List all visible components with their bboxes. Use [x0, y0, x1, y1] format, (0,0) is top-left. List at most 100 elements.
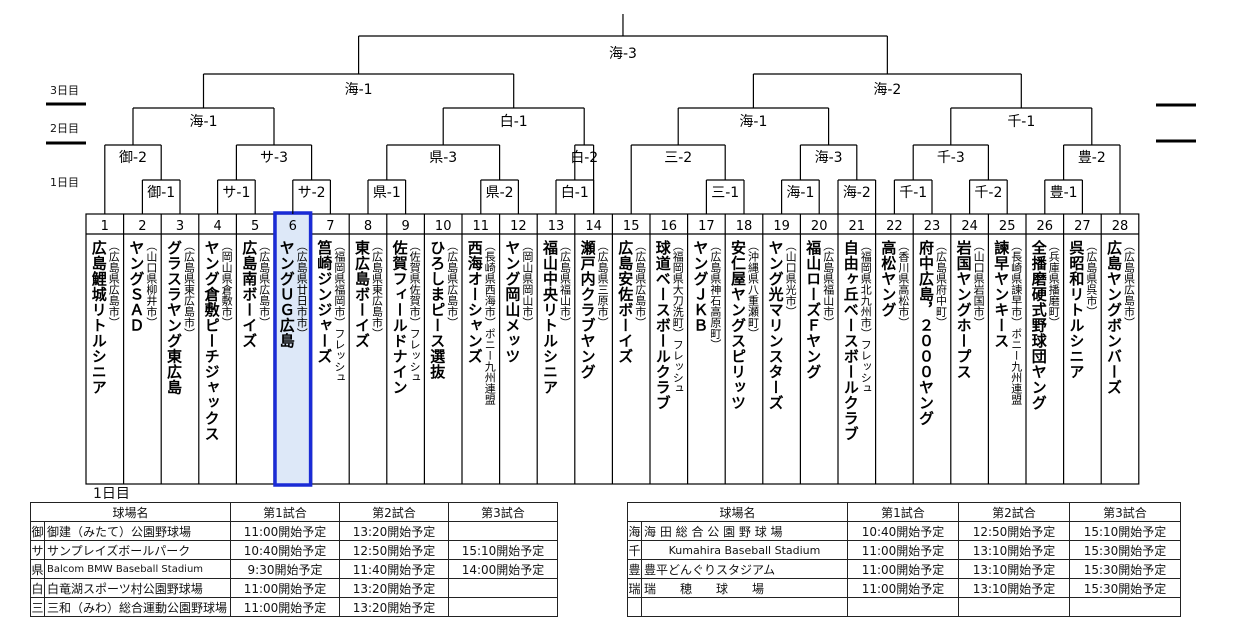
day1-label: 1日目	[50, 176, 79, 189]
game2-time: 13:20開始予定	[339, 597, 449, 617]
team-location: （広島県福山市）	[822, 240, 835, 328]
venue-code: 県	[30, 559, 45, 579]
schedule-row	[627, 597, 1181, 617]
team-number: 25	[999, 219, 1016, 234]
team-name: 佐賀フィールドナイン	[391, 239, 409, 395]
first-round-match: 県-2	[486, 185, 514, 201]
team-location: （岡山県倉敷市）	[220, 240, 233, 328]
game3-time: 15:30開始予定	[1069, 578, 1181, 598]
first-round-match: サ-1	[222, 185, 250, 201]
team-number: 26	[1037, 219, 1054, 234]
game1-time: 10:40開始予定	[230, 540, 340, 560]
team-name: 岩国ヤングホープス	[955, 239, 973, 379]
first-round-match: 海-1	[786, 185, 814, 201]
team-location: （香川県高松市）	[897, 240, 910, 328]
team-name: 西海オーシャンズ	[466, 240, 484, 364]
game3-time	[1069, 597, 1181, 617]
first-round-match: 千-1	[899, 185, 927, 201]
team-location: （広島県広島市）	[1123, 240, 1136, 328]
first-round-match: 白-1	[561, 185, 589, 201]
team-name: 安仁屋ヤングスピリッツ	[729, 239, 747, 410]
game1-time: 11:00開始予定	[230, 578, 340, 598]
first-round-match: 三-1	[711, 185, 739, 201]
stadium-name: 三和（みわ）総合運動公園野球場	[44, 597, 231, 617]
team-location: （福岡県北九州市）フレッシュ	[859, 240, 872, 394]
highlight-fill	[275, 215, 311, 484]
team-number: 9	[401, 219, 409, 234]
team-name: 府中広島，２０００ヤング	[917, 239, 935, 426]
team-location: （広島県広島市）	[258, 240, 271, 328]
team-name: 広島ヤングボンバーズ	[1105, 239, 1123, 395]
game2-time: 13:10開始予定	[958, 540, 1070, 560]
quarterfinal-match: 海-1	[190, 114, 218, 130]
stadium-name: 白竜湖スポーツ村公園野球場	[44, 578, 231, 598]
team-name: ヤング倉敷ピーチジャックス	[203, 240, 221, 442]
team-number: 17	[698, 219, 715, 234]
semifinal-match: 海-2	[873, 82, 901, 98]
second-round-match: 海-3	[815, 150, 843, 166]
venue-code: 瑞	[627, 578, 642, 598]
team-location: （沖縄県八重瀬町）	[747, 240, 760, 339]
team-name: 瀬戸内クラブヤング	[579, 239, 597, 379]
game3-time: 14:00開始予定	[448, 559, 558, 579]
day-separator-bar	[46, 102, 86, 106]
team-location: （広島県広島市）	[107, 240, 120, 328]
team-name: 球道ベースボールクラブ	[654, 239, 672, 410]
team-name: グラスラヤング東広島	[165, 240, 183, 396]
venue-code: 白	[30, 578, 45, 598]
day3-label: 3日目	[50, 84, 79, 97]
team-name: ヤングＳＡＤ	[127, 240, 145, 333]
team-name: 広島安佐ボーイズ	[616, 239, 634, 364]
team-location: （長崎県諫早市）ポニー九州連盟	[1010, 240, 1023, 405]
team-number: 1	[101, 219, 109, 234]
stadium-name: Kumahira Baseball Stadium	[641, 540, 848, 560]
team-location: （福岡県大刀洗町）フレッシュ	[671, 240, 684, 394]
second-round-match: 御-2	[119, 150, 147, 166]
game2-time	[958, 597, 1070, 617]
day-separator-bar	[1156, 103, 1196, 107]
game3-time: 15:30開始予定	[1069, 559, 1181, 579]
header-stadium: 球場名	[30, 502, 231, 522]
team-location: （山口県柳井市）	[145, 240, 158, 328]
second-round-match: 三-2	[664, 150, 692, 166]
venue-code: 豊	[627, 559, 642, 579]
stadium-name: 瑞 穂 球 場	[641, 578, 848, 598]
first-round-match: 県-1	[373, 185, 401, 201]
venue-code: 海	[627, 521, 642, 541]
team-name: 福山ローズＦヤング	[804, 239, 822, 379]
team-number: 7	[326, 219, 334, 234]
quarterfinal-match: 海-1	[739, 114, 767, 130]
team-name: 呉昭和リトルシニア	[1067, 240, 1085, 380]
team-name: 全播磨硬式野球団ヤング	[1030, 239, 1048, 410]
team-location: （広島県広島市）	[634, 240, 647, 328]
header-game1: 第1試合	[230, 502, 340, 522]
game2-time: 12:50開始予定	[958, 521, 1070, 541]
team-location: （福岡県福岡市）フレッシュ	[333, 240, 346, 383]
game1-time: 10:40開始予定	[847, 521, 959, 541]
team-name: 筥崎ジンジャーズ	[315, 239, 333, 364]
game2-time: 13:20開始予定	[339, 578, 449, 598]
header-stadium: 球場名	[627, 502, 848, 522]
venue-code	[627, 597, 642, 617]
team-number: 20	[811, 219, 828, 234]
schedule-header-row: 球場名 第1試合 第2試合 第3試合	[30, 502, 558, 522]
team-number: 24	[961, 219, 978, 234]
header-game2: 第2試合	[958, 502, 1070, 522]
game1-time	[847, 597, 959, 617]
game1-time: 11:00開始予定	[847, 540, 959, 560]
team-name: ヤング岡山メッツ	[503, 240, 521, 364]
team-number: 15	[623, 219, 640, 234]
team-name: ヤングＪＫＢ	[691, 240, 709, 333]
game1-time: 11:00開始予定	[230, 597, 340, 617]
game2-time: 11:40開始予定	[339, 559, 449, 579]
stadium-name: 豊平どんぐりスタジアム	[641, 559, 848, 579]
team-name: 広島南ボーイズ	[240, 239, 258, 348]
team-number: 27	[1074, 219, 1091, 234]
team-number: 21	[849, 219, 866, 234]
venue-code: 御	[30, 521, 45, 541]
team-number: 2	[138, 219, 146, 234]
